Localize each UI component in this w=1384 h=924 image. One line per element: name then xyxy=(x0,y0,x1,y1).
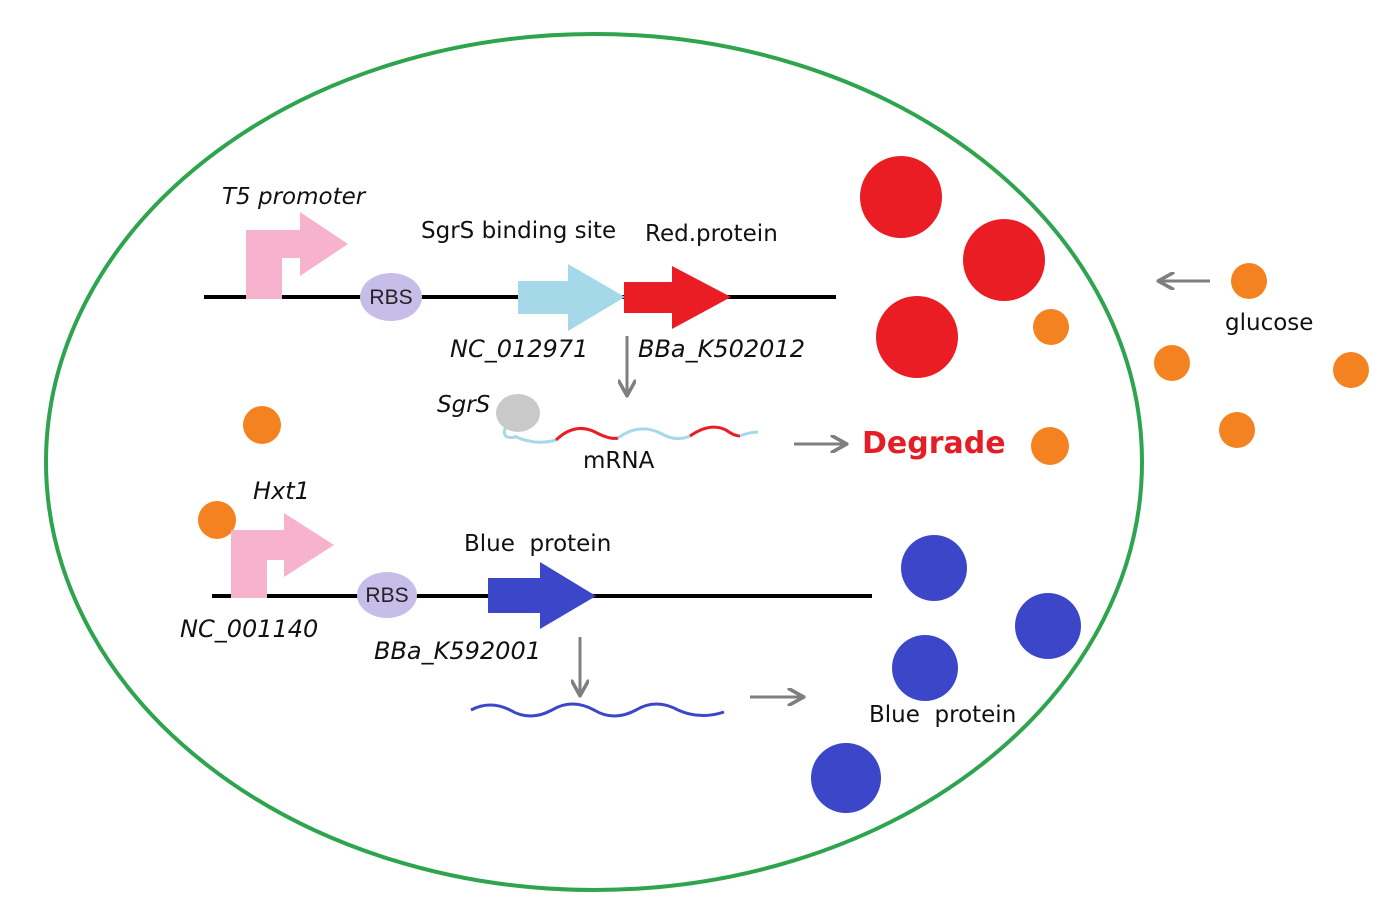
glucose-icon xyxy=(243,406,281,444)
glucose-icon xyxy=(1333,352,1369,388)
rbs-bottom-label: RBS xyxy=(365,584,408,607)
glucose-icon xyxy=(1219,412,1255,448)
sgrs-label: SgrS xyxy=(437,392,490,418)
mrna-label: mRNA xyxy=(583,448,655,474)
red-protein-label: Red.protein xyxy=(645,221,778,247)
bba-k592001-label: BBa_K592001 xyxy=(374,637,541,665)
rbs-top-label: RBS xyxy=(369,286,412,309)
mrna-top-red-1 xyxy=(554,426,619,442)
blue-protein-icon xyxy=(811,743,881,813)
glucose-icon xyxy=(1033,309,1069,345)
red-protein-gene-icon xyxy=(624,266,731,329)
glucose-icon xyxy=(1031,427,1069,465)
mrna-top-blue-2 xyxy=(617,427,691,441)
hxt1-promoter-icon xyxy=(231,513,334,598)
blue-protein-icon xyxy=(901,535,967,601)
blue-protein-gene-icon xyxy=(488,562,596,629)
rbs-top-icon xyxy=(360,273,422,321)
glucose-label: glucose xyxy=(1225,310,1313,336)
t5-promoter-label: T5 promoter xyxy=(222,184,367,210)
bba-k502012-label: BBa_K502012 xyxy=(638,335,805,363)
red-protein-icon xyxy=(963,219,1045,301)
t5-promoter-icon xyxy=(246,212,348,299)
cell-membrane xyxy=(44,32,1144,892)
red-protein-icon xyxy=(860,156,942,238)
rbs-bottom-icon xyxy=(357,572,417,618)
sgrs-binding-site-label: SgrS binding site xyxy=(421,218,616,244)
blue-protein-gene-label: Blue protein xyxy=(464,531,611,557)
red-protein-icon xyxy=(876,296,958,378)
mrna-top-blue-1 xyxy=(513,434,557,444)
hxt1-label: Hxt1 xyxy=(253,477,310,505)
blue-protein-icon xyxy=(892,635,958,701)
mrna-bottom xyxy=(470,702,725,718)
nc-012971-label: NC_012971 xyxy=(450,335,588,363)
glucose-icon xyxy=(198,501,236,539)
degrade-label: Degrade xyxy=(862,426,1006,461)
glucose-icon xyxy=(1231,263,1267,299)
mrna-top-blue-3 xyxy=(739,430,759,438)
mrna-top-red-2 xyxy=(689,425,741,438)
glucose-icon xyxy=(1154,345,1190,381)
blue-protein-product-label: Blue protein xyxy=(869,702,1016,728)
blue-protein-icon xyxy=(1015,593,1081,659)
nc-001140-label: NC_001140 xyxy=(180,615,318,643)
sgrs-binding-site-icon xyxy=(518,264,625,331)
sgrs-rna-icon xyxy=(496,394,540,432)
